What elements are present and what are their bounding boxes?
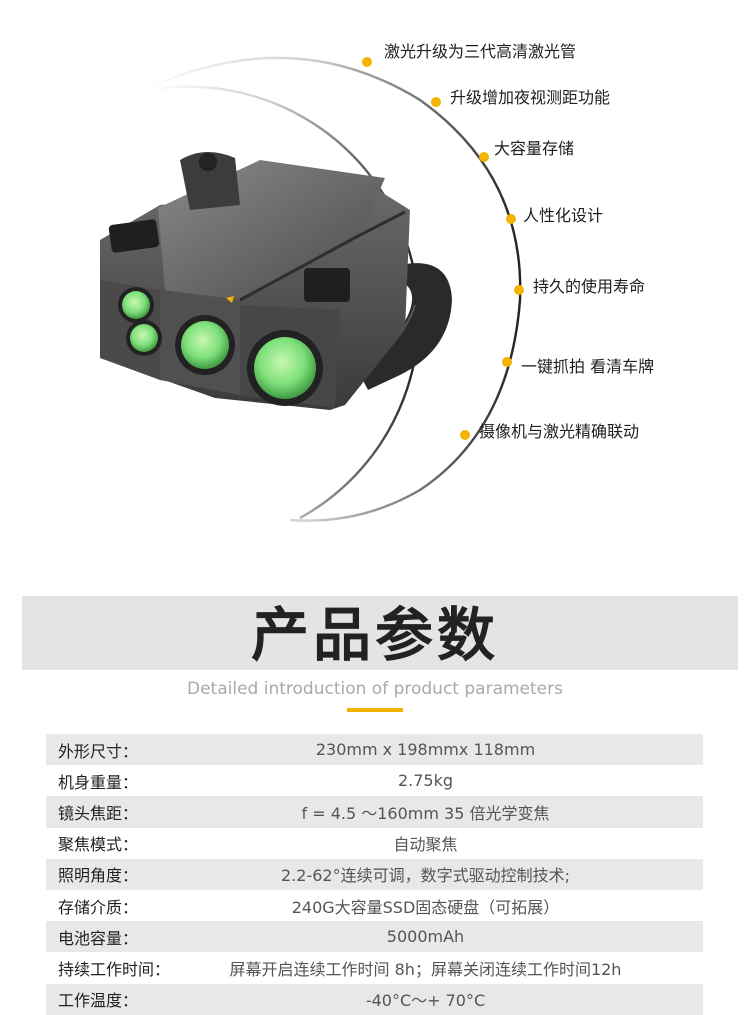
feature-text: 大容量存储	[494, 139, 575, 158]
spec-value: 屏幕开启连续工作时间 8h；屏幕关闭连续工作时间12h	[229, 959, 622, 979]
spec-row: 存储介质： 240G大容量SSD固态硬盘（可拓展）	[46, 890, 703, 921]
feature-dot	[362, 57, 372, 67]
spec-table: 外形尺寸： 230mm x 198mmx 118mm 机身重量： 2.75kg …	[46, 734, 703, 1015]
spec-row: 电池容量： 5000mAh	[46, 921, 703, 953]
feature-text: 持久的使用寿命	[533, 277, 646, 296]
feature-dot	[460, 430, 470, 440]
spec-value: 2.75kg	[397, 771, 454, 791]
spec-label: 持续工作时间：	[58, 959, 171, 979]
spec-value: -40°C～+ 70°C	[365, 991, 486, 1011]
spec-value: 2.2-62°连续可调，数字式驱动控制技术;	[281, 866, 570, 886]
feature-dot	[431, 97, 441, 107]
spec-row: 持续工作时间： 屏幕开启连续工作时间 8h；屏幕关闭连续工作时间12h	[46, 952, 703, 983]
spec-row: 工作温度： -40°C～+ 70°C	[46, 983, 703, 1015]
spec-label: 电池容量：	[58, 928, 139, 948]
spec-value: 240G大容量SSD固态硬盘（可拓展）	[291, 897, 560, 917]
spec-label: 存储介质：	[58, 897, 139, 917]
spec-label: 机身重量：	[58, 772, 139, 792]
feature-text: 摄像机与激光精确联动	[479, 422, 640, 441]
accent-bar	[347, 708, 403, 712]
feature-text: 一键抓拍 看清车牌	[521, 357, 655, 376]
spec-value: 230mm x 198mmx 118mm	[315, 740, 536, 760]
spec-label: 镜头焦距：	[58, 803, 139, 823]
feature-dot	[506, 214, 516, 224]
feature-dot	[514, 285, 524, 295]
section-title-band	[22, 596, 738, 670]
feature-dot	[502, 357, 512, 367]
spec-label: 外形尺寸：	[58, 741, 139, 761]
spec-label: 工作温度：	[58, 991, 139, 1011]
spec-row: 外形尺寸： 230mm x 198mmx 118mm	[46, 734, 703, 766]
section-title: 产品参数	[250, 601, 499, 669]
spec-value: 5000mAh	[386, 927, 465, 947]
spec-value: 自动聚焦	[393, 835, 458, 855]
spec-row: 聚焦模式： 自动聚焦	[46, 828, 703, 859]
rangefinder-device	[100, 151, 452, 410]
spec-row: 照明角度： 2.2-62°连续可调，数字式驱动控制技术;	[46, 858, 703, 890]
feature-text: 激光升级为三代高清激光管	[384, 42, 577, 61]
spec-label: 聚焦模式：	[58, 835, 139, 855]
spec-label: 照明角度：	[58, 866, 139, 886]
section-subtitle: Detailed introduction of product paramet…	[187, 679, 563, 699]
feature-text: 升级增加夜视测距功能	[450, 88, 611, 107]
feature-dot	[479, 152, 489, 162]
spec-value: f = 4.5 ～160mm 35 倍光学变焦	[301, 803, 550, 823]
spec-row: 镜头焦距： f = 4.5 ～160mm 35 倍光学变焦	[46, 796, 703, 828]
feature-text: 人性化设计	[523, 206, 604, 225]
spec-row: 机身重量： 2.75kg	[46, 765, 703, 796]
hero-illustration	[100, 56, 522, 522]
product-hero: 激光升级为三代高清激光管 升级增加夜视测距功能 大容量存储 人性化设计 持久的使…	[100, 42, 655, 522]
